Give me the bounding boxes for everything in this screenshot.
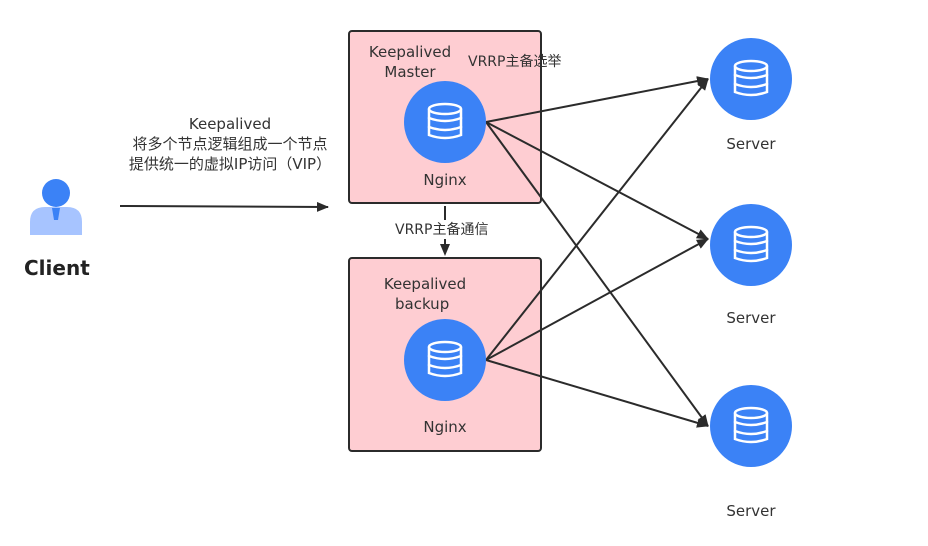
client-arrow (119, 201, 329, 212)
database-icon (710, 38, 792, 120)
backup-title-line2: backup (395, 295, 450, 313)
vrrp-comm-label: VRRP主备通信 (394, 221, 490, 239)
edge-master-server-2 (485, 121, 709, 240)
master-title-line1: Keepalived (368, 43, 452, 61)
edge-master-server-3 (485, 121, 709, 427)
master-nginx-label: Nginx (423, 171, 467, 189)
server-3-label: Server (726, 502, 776, 520)
edge-backup-server-3 (485, 359, 709, 428)
client-arrow-text-line3: 提供统一的虚拟IP访问（VIP） (128, 155, 332, 173)
server-1-label: Server (726, 135, 776, 153)
backup-title-line1: Keepalived (383, 275, 467, 293)
server-2-label: Server (726, 309, 776, 327)
database-icon (404, 319, 486, 401)
database-icon (710, 204, 792, 286)
client-label: Client (24, 256, 90, 280)
edge-backup-server-1 (485, 78, 709, 361)
backup-nginx-label: Nginx (423, 418, 467, 436)
edge-master-server-1 (485, 76, 709, 123)
database-icon (404, 81, 486, 163)
client-arrow-text-line2: 将多个节点逻辑组成一个节点 (132, 135, 328, 153)
master-title-line2: Master (384, 63, 436, 81)
user-icon (30, 179, 82, 235)
vrrp-election-label: VRRP主备选举 (468, 54, 562, 70)
edge-backup-server-2 (485, 238, 709, 361)
client-arrow-text-line1: Keepalived (188, 115, 272, 133)
database-icon (710, 385, 792, 467)
